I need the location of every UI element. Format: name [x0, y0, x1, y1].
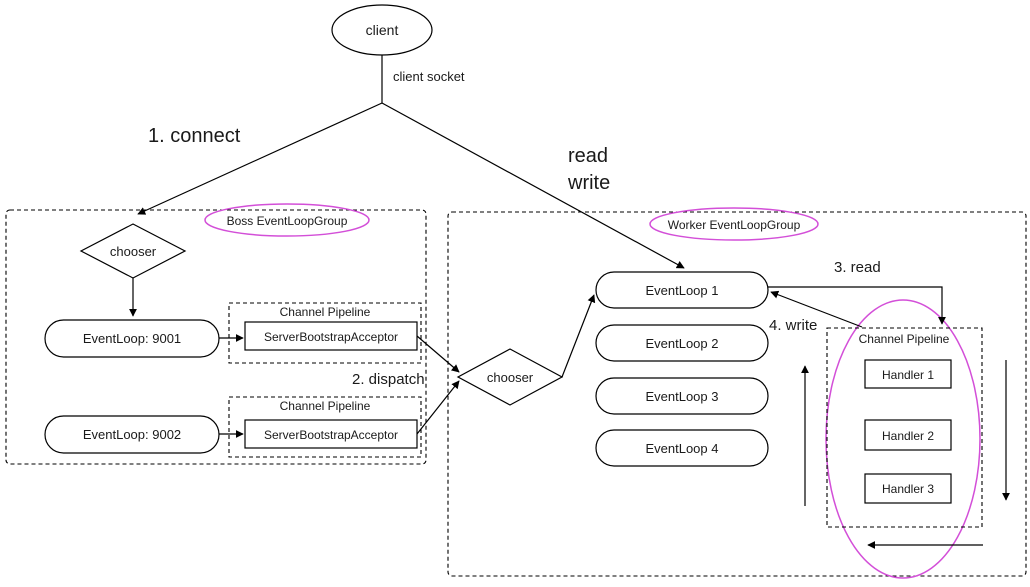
write-arrow [770, 290, 863, 328]
connect-arrow [137, 102, 383, 215]
client-socket-label: client socket [393, 69, 465, 84]
boss-pipeline-2-label: Channel Pipeline [280, 399, 371, 413]
worker-pipeline-label: Channel Pipeline [859, 332, 950, 346]
handler-1 [864, 359, 952, 389]
acceptor-1 [244, 321, 418, 351]
read-label: read [568, 145, 608, 167]
worker-pipeline [826, 327, 983, 528]
write-label: write [567, 172, 610, 194]
acceptor-1-label: ServerBootstrapAcceptor [264, 330, 398, 344]
boss-eventloop-9002-label: EventLoop: 9002 [83, 427, 181, 442]
worker-eventloop-4 [595, 429, 769, 467]
dispatch-arrow-2 [416, 380, 460, 435]
handler-1-label: Handler 1 [882, 368, 934, 382]
worker-group-label: Worker EventLoopGroup [668, 218, 801, 232]
read-write-arrow [381, 102, 685, 269]
dispatch-label: 2. dispatch [352, 371, 425, 388]
boss-group-highlight [204, 203, 370, 237]
write-step-label: 4. write [769, 317, 817, 334]
boss-pipeline-1-label: Channel Pipeline [280, 305, 371, 319]
read-step-label: 3. read [834, 259, 881, 276]
worker-eventloop-1 [595, 271, 769, 309]
dispatch-arrow-1 [416, 335, 460, 373]
handler-2-label: Handler 2 [882, 429, 934, 443]
worker-eventloop-1-label: EventLoop 1 [645, 283, 718, 298]
boss-group-container [5, 209, 427, 465]
handler-3-label: Handler 3 [882, 482, 934, 496]
boss-group-label: Boss EventLoopGroup [227, 214, 348, 228]
worker-group-highlight [649, 207, 819, 241]
worker-pipeline-highlight [825, 299, 981, 579]
client-label: client [366, 22, 399, 38]
worker-chooser-label: chooser [487, 370, 534, 385]
worker-eventloop-3 [595, 377, 769, 415]
boss-eventloop-9001-label: EventLoop: 9001 [83, 331, 181, 346]
worker-eventloop-2-label: EventLoop 2 [645, 336, 718, 351]
worker-eventloop-4-label: EventLoop 4 [645, 441, 718, 456]
chooser-to-eventloop-1 [561, 294, 596, 378]
worker-chooser [456, 348, 564, 406]
connect-label: 1. connect [148, 125, 241, 147]
handler-3 [864, 473, 952, 504]
acceptor-2-label: ServerBootstrapAcceptor [264, 428, 398, 442]
acceptor-2 [244, 419, 418, 449]
worker-eventloop-2 [595, 324, 769, 362]
boss-chooser-label: chooser [110, 244, 157, 259]
worker-eventloop-3-label: EventLoop 3 [645, 389, 718, 404]
handler-2 [864, 419, 952, 451]
read-arrow [768, 286, 946, 325]
